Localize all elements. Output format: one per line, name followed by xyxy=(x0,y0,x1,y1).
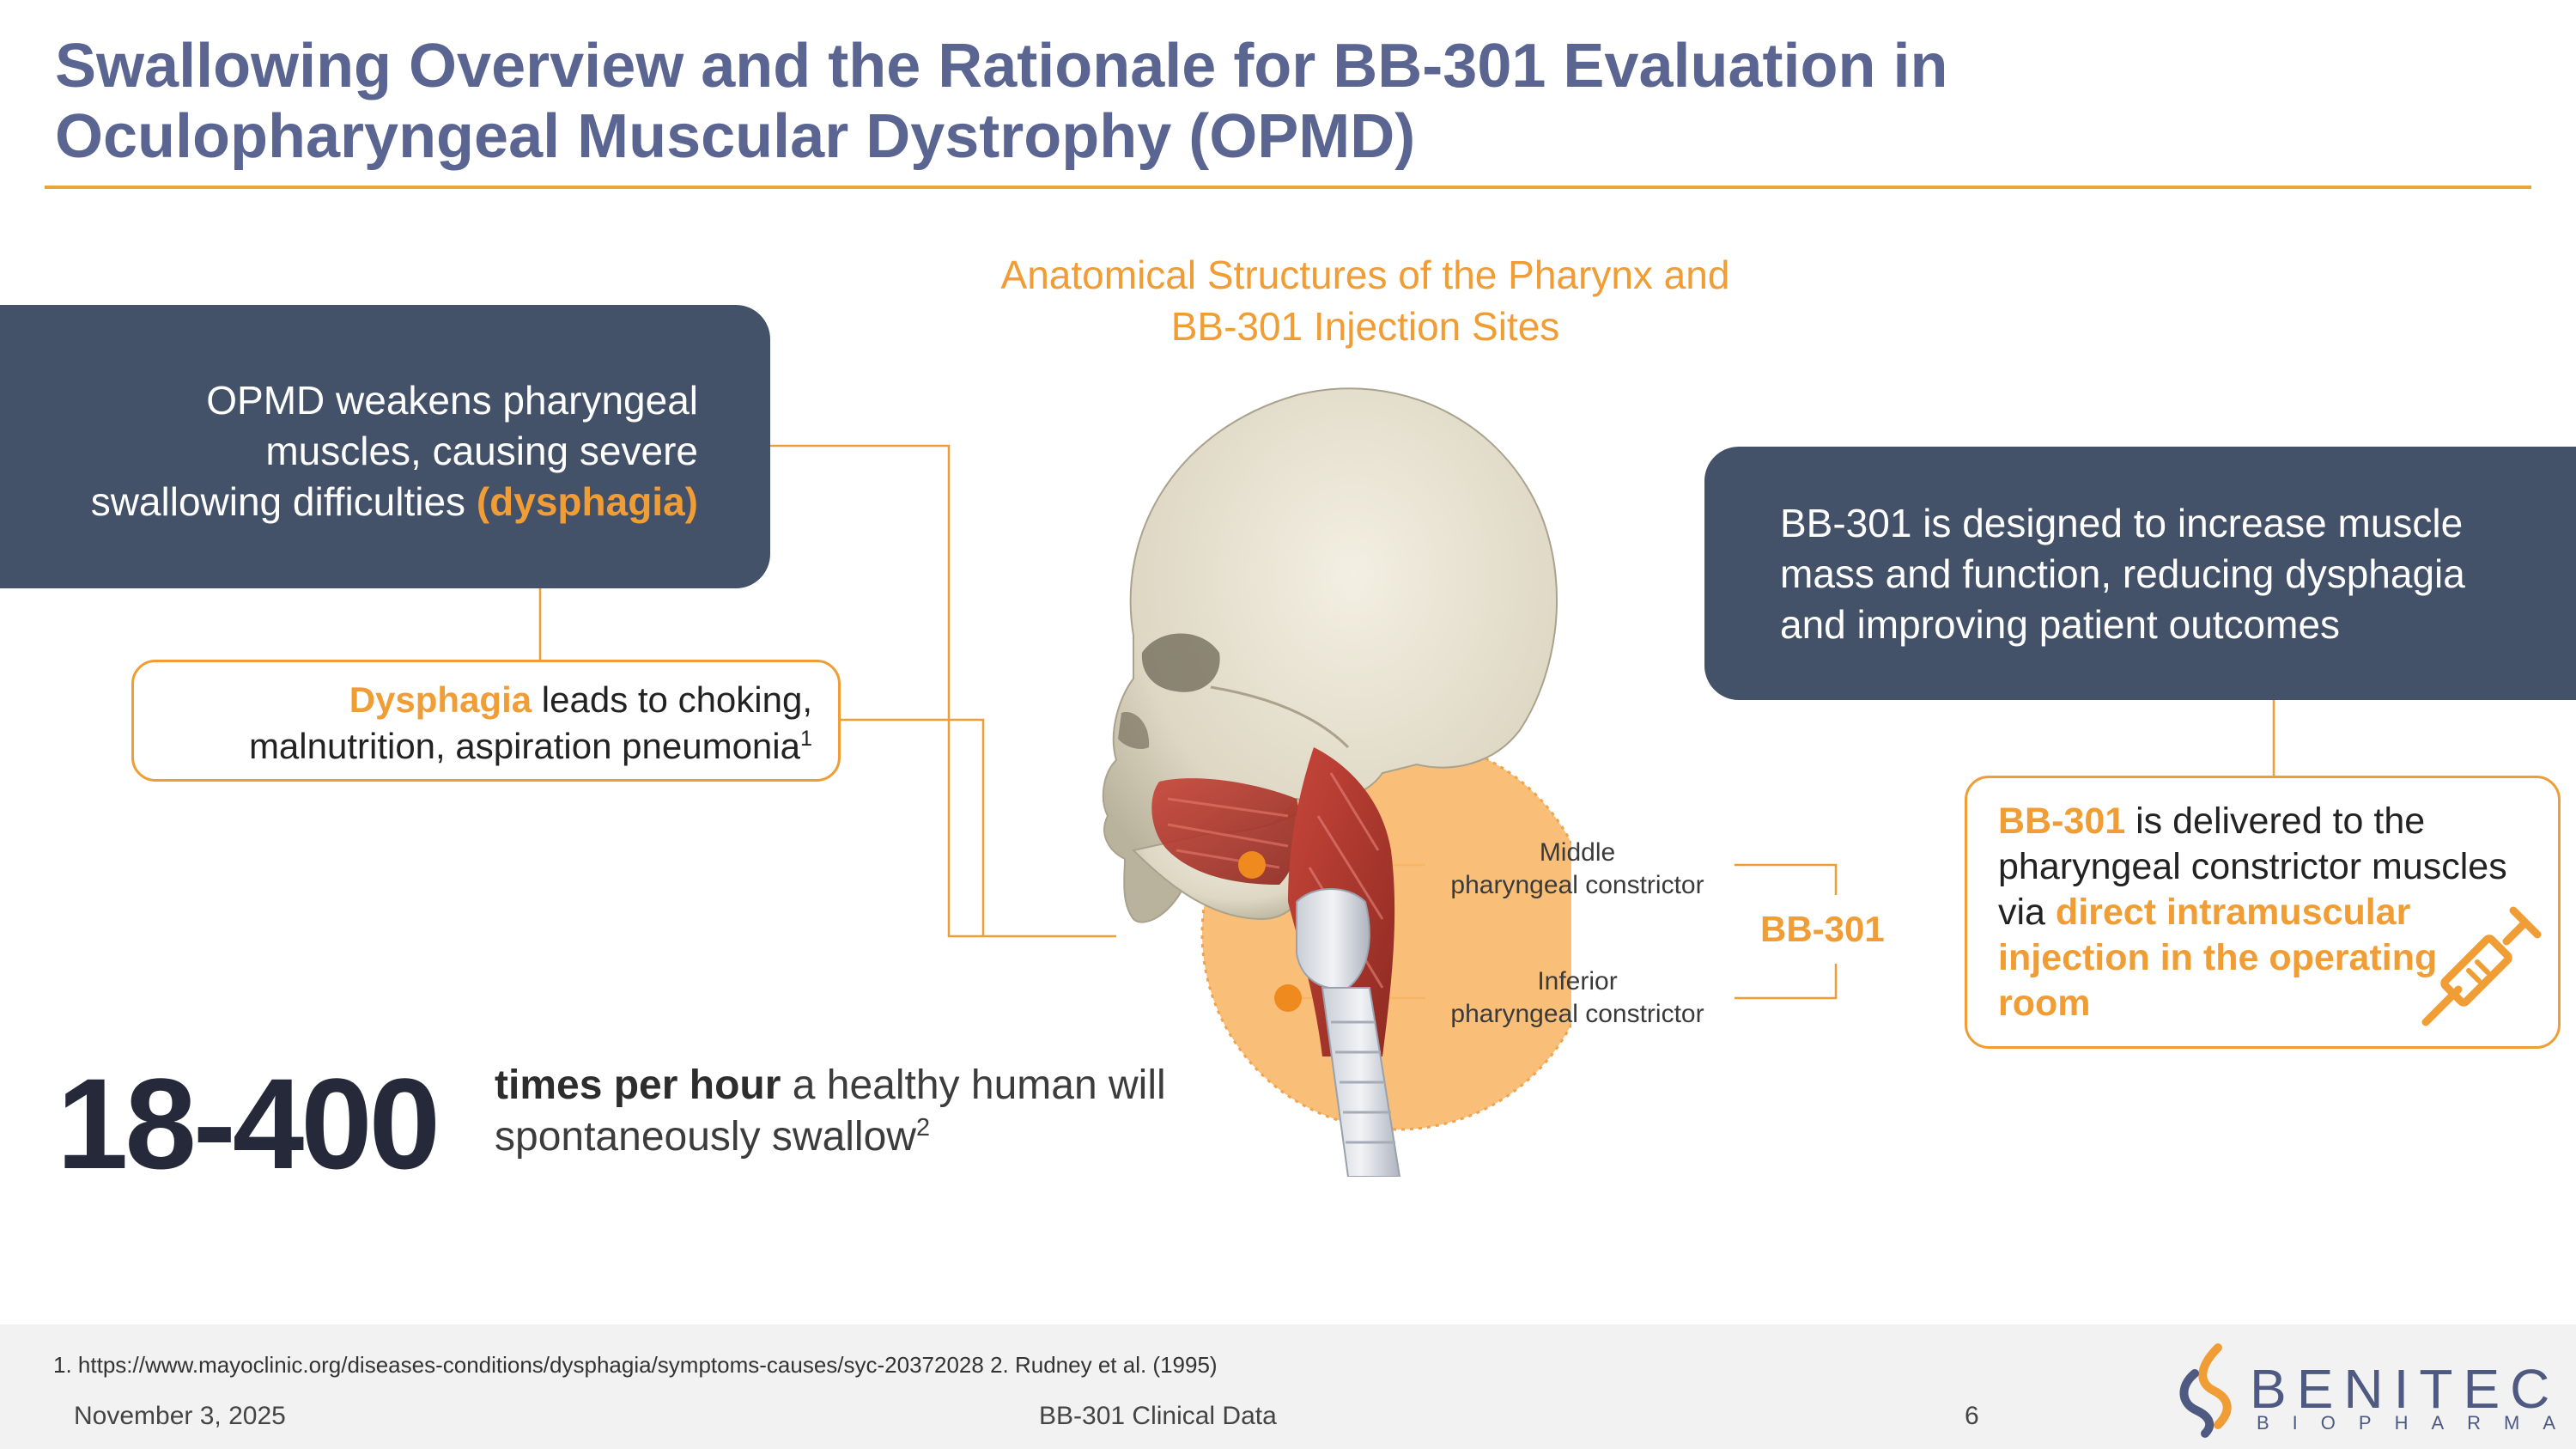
reference-superscript: 2 xyxy=(915,1114,930,1142)
bb301-purpose-box: BB-301 is designed to increase muscle ma… xyxy=(1704,447,2576,700)
reference-superscript: 1 xyxy=(799,727,812,751)
slide-title-line-2: Oculopharyngeal Muscular Dystrophy (OPMD… xyxy=(55,102,1416,171)
swallow-rate-stat: 18-400 xyxy=(57,1051,440,1196)
middle-constrictor-label: Middle pharyngeal constrictor xyxy=(1450,838,1704,899)
anatomy-title: Anatomical Structures of the Pharynx and… xyxy=(884,249,1846,352)
footer-bar xyxy=(0,1324,2576,1449)
opmd-callout-box: OPMD weakens pharyngeal muscles, causing… xyxy=(0,305,770,588)
benitec-logo-wordmark: BENITEC xyxy=(2250,1358,2561,1420)
footer-date: November 3, 2025 xyxy=(74,1402,286,1430)
page-number: 6 xyxy=(1965,1402,1979,1430)
benitec-logo-icon xyxy=(2179,1343,2232,1438)
slide-title-line-1: Swallowing Overview and the Rationale fo… xyxy=(55,32,1948,100)
slide-title: Swallowing Overview and the Rationale fo… xyxy=(55,31,2373,172)
title-divider xyxy=(45,186,2531,189)
bb301-site-tag: BB-301 xyxy=(1760,909,1885,949)
anatomy-title-line-2: BB-301 Injection Sites xyxy=(1170,304,1560,349)
benitec-logo-subtitle: BIOPHARMA xyxy=(2257,1412,2576,1434)
swallow-rate-description: times per hour a healthy human will spon… xyxy=(495,1062,1166,1160)
syringe-icon xyxy=(2421,906,2542,1026)
footer-section-label: BB-301 Clinical Data xyxy=(1039,1402,1277,1430)
benitec-logo: BENITEC BIOPHARMA xyxy=(2171,1340,2555,1443)
inferior-constrictor-label: Inferior pharyngeal constrictor xyxy=(1450,967,1704,1028)
footer-references: 1. https://www.mayoclinic.org/diseases-c… xyxy=(53,1352,1218,1378)
skull-anatomy-illustration xyxy=(1102,387,1571,1177)
middle-constrictor-marker xyxy=(1238,851,1266,879)
anatomy-title-line-1: Anatomical Structures of the Pharynx and xyxy=(1000,253,1730,297)
inferior-constrictor-marker xyxy=(1274,984,1302,1012)
dysphagia-highlight: (dysphagia) xyxy=(476,479,698,524)
dysphagia-effects-box: Dysphagia leads to choking, malnutrition… xyxy=(131,660,841,782)
